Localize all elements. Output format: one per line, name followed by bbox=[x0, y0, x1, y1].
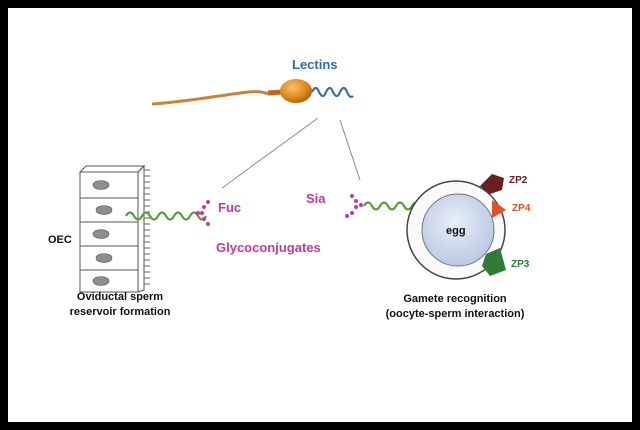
connector-right bbox=[339, 119, 361, 181]
left-caption-line2: reservoir formation bbox=[70, 306, 171, 318]
lectins-label: Lectins bbox=[292, 57, 338, 72]
zp4-shape bbox=[492, 200, 506, 218]
sia-sugar-chain bbox=[345, 194, 363, 218]
oec-cells bbox=[79, 164, 146, 293]
oec-cilia bbox=[144, 169, 150, 285]
lectin-helix-top bbox=[311, 86, 354, 98]
oec-label: OEC bbox=[48, 234, 72, 246]
fuc-sugar-chain bbox=[196, 200, 210, 226]
diagram-canvas: Lectins OEC Fuc Gl bbox=[48, 57, 531, 320]
glycoconjugates-label: Glycoconjugates bbox=[216, 240, 321, 255]
egg-label: egg bbox=[446, 225, 466, 237]
connector-left bbox=[221, 117, 319, 189]
egg-cell bbox=[421, 193, 495, 267]
right-caption-line2: (oocyte-sperm interaction) bbox=[386, 308, 525, 320]
fuc-label: Fuc bbox=[218, 200, 241, 215]
sperm-midpiece bbox=[267, 89, 283, 96]
oec-nuclei bbox=[92, 180, 113, 286]
sperm bbox=[151, 79, 354, 106]
glyco-helix-left bbox=[125, 211, 207, 221]
left-caption-line1: Oviductal sperm bbox=[77, 291, 163, 303]
sia-label: Sia bbox=[306, 191, 326, 206]
zp3-shape bbox=[482, 248, 506, 276]
sperm-tail bbox=[151, 90, 269, 106]
diagram-frame: Lectins OEC Fuc Gl bbox=[8, 8, 632, 422]
zp2-shape bbox=[480, 174, 504, 194]
zp2-label: ZP2 bbox=[509, 175, 528, 186]
zp4-label: ZP4 bbox=[512, 203, 531, 214]
sperm-head bbox=[280, 79, 312, 103]
right-caption-line1: Gamete recognition bbox=[403, 293, 507, 305]
glyco-helix-right bbox=[363, 201, 421, 211]
zp3-label: ZP3 bbox=[511, 259, 530, 270]
